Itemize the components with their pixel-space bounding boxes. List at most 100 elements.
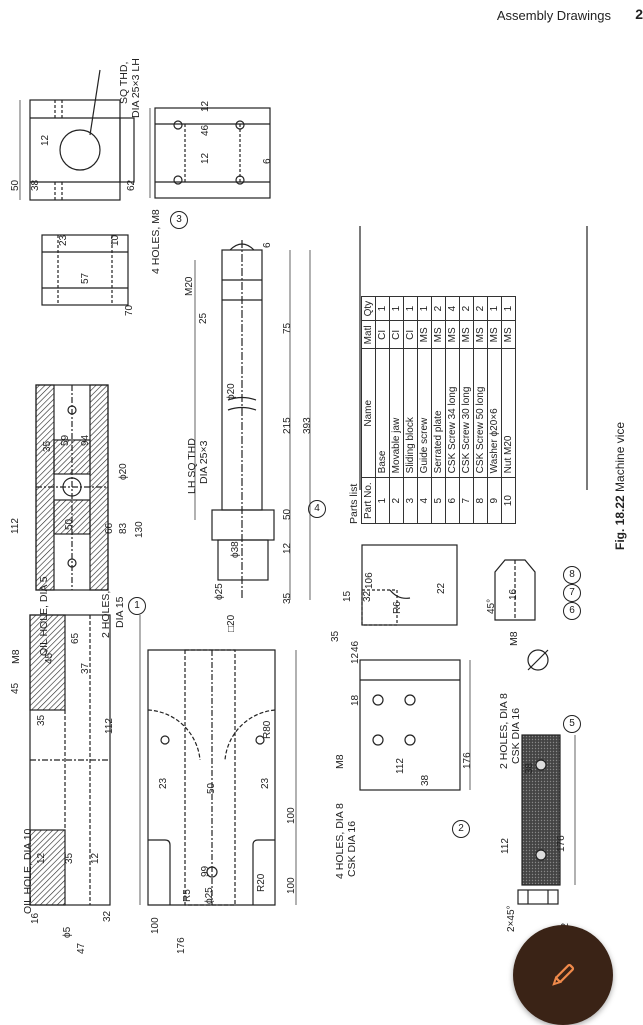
page-header: Assembly Drawings 2 xyxy=(0,0,643,34)
cell-matl: CI xyxy=(375,320,390,349)
dim-6-b: 6 xyxy=(262,242,273,248)
cell-part-no: 2 xyxy=(389,477,404,524)
dim-23-plan-b: 23 xyxy=(260,777,271,789)
figure-title: Machine vice xyxy=(613,421,627,492)
dim-106: 106 xyxy=(364,572,375,589)
dim-12-block: 12 xyxy=(40,134,51,146)
dim-23-plan-a: 23 xyxy=(158,777,169,789)
cell-name: CSK Screw 50 long xyxy=(473,348,488,478)
cell-qty: 1 xyxy=(501,296,516,321)
note-phi20-base: ϕ20 xyxy=(118,463,129,480)
dim-100-a: 100 xyxy=(150,917,161,934)
edit-fab-button[interactable] xyxy=(513,925,613,1025)
dim-83: 83 xyxy=(118,522,129,534)
cell-name: Washer ϕ20×6 xyxy=(487,348,502,478)
dim-176-a: 176 xyxy=(176,937,187,954)
dim-35-front-b: 35 xyxy=(64,852,75,864)
dim-393: 393 xyxy=(302,417,313,434)
dim-59: 59 xyxy=(60,434,71,446)
csk-screw-drawing xyxy=(494,559,549,671)
note-sq-thd: SQ THD, xyxy=(118,61,130,104)
cell-qty: 1 xyxy=(403,296,418,321)
col-matl: Matl xyxy=(361,320,376,349)
base-front-section xyxy=(29,614,111,906)
dim-45-screw: 45° xyxy=(486,598,497,614)
dim-65: 65 xyxy=(70,632,81,644)
col-qty: Qty xyxy=(361,296,376,321)
cell-part-no: 1 xyxy=(375,477,390,524)
pencil-icon xyxy=(552,963,575,986)
dim-46-block: 46 xyxy=(200,124,211,136)
dim-10-block: 10 xyxy=(110,234,121,246)
part-marker-4: 4 xyxy=(308,500,326,518)
cell-part-no: 3 xyxy=(403,477,418,524)
base-side-section xyxy=(35,384,109,591)
note-sq-thd-dia: DIA 25×3 LH xyxy=(130,58,142,118)
movable-jaw-drawing xyxy=(359,544,461,791)
cell-qty: 1 xyxy=(389,296,404,321)
running-header-title: Assembly Drawings xyxy=(496,8,611,23)
cell-part-no: 6 xyxy=(445,477,460,524)
note-m20: M20 xyxy=(184,276,195,296)
cell-matl: CI xyxy=(389,320,404,349)
col-name: Name xyxy=(361,348,376,478)
note-lh-sq-thd: LH SQ THD xyxy=(186,438,198,494)
sliding-block-drawing xyxy=(29,69,271,306)
guide-screw-drawing xyxy=(211,240,275,600)
note-phi25-small: ϕ25 xyxy=(204,887,215,904)
cell-name: Nut M20 xyxy=(501,348,516,478)
base-plan-view xyxy=(147,649,276,906)
dim-100-c: 100 xyxy=(286,877,297,894)
cell-matl: MS xyxy=(487,320,502,349)
cell-matl: MS xyxy=(501,320,516,349)
page-number: 2 xyxy=(635,6,643,22)
figure-label: Fig. 18.22 xyxy=(613,495,627,550)
dim-12-screw: 12 xyxy=(282,542,293,554)
cell-matl: MS xyxy=(473,320,488,349)
dim-176-jaw: 176 xyxy=(462,752,473,769)
dim-50-plan: 50 xyxy=(206,782,217,794)
note-m8-c: M8 xyxy=(508,631,520,646)
dim-15-jaw: 15 xyxy=(342,590,353,602)
part-marker-5: 5 xyxy=(563,715,581,733)
cell-name: Base xyxy=(375,348,390,478)
dim-35-screw: 35 xyxy=(282,592,293,604)
note-sq20: □20 xyxy=(226,614,237,632)
cell-part-no: 5 xyxy=(431,477,446,524)
dim-75: 75 xyxy=(282,322,293,334)
cell-qty: 1 xyxy=(417,296,432,321)
note-dia-15: DIA 15 xyxy=(114,596,126,628)
dim-50-base: 50 xyxy=(64,518,75,530)
dim-176-plate: 176 xyxy=(556,835,567,852)
cell-name: CSK Screw 30 long xyxy=(459,348,474,478)
dim-32-jaw: 32 xyxy=(362,590,373,602)
dim-45: 45 xyxy=(10,682,21,694)
dim-37: 37 xyxy=(80,662,91,674)
dim-12-block-c: 12 xyxy=(200,152,211,164)
cell-matl: MS xyxy=(445,320,460,349)
cell-matl: MS xyxy=(431,320,446,349)
dim-38-jaw: 38 xyxy=(420,774,431,786)
cell-matl: MS xyxy=(459,320,474,349)
note-two-holes-csk: CSK DIA 16 xyxy=(510,707,522,764)
note-oil-hole-5: OIL HOLE, DIA 5 xyxy=(38,576,50,656)
dim-12-front-b: 12 xyxy=(90,852,101,864)
dim-12-jaw: 12 xyxy=(350,652,361,664)
figure-caption: Fig. 18.22 Machine vice xyxy=(613,422,627,550)
dim-25-screw: 25 xyxy=(198,312,209,324)
dim-112-base: 112 xyxy=(10,518,21,534)
dim-130: 130 xyxy=(134,521,145,538)
dim-100-b: 100 xyxy=(286,807,297,824)
dim-35-jaw: 35 xyxy=(330,630,341,642)
part-marker-8: 8 xyxy=(563,566,581,584)
cell-part-no: 7 xyxy=(459,477,474,524)
dim-112-jaw: 112 xyxy=(395,758,406,774)
dim-47: 47 xyxy=(76,942,87,954)
